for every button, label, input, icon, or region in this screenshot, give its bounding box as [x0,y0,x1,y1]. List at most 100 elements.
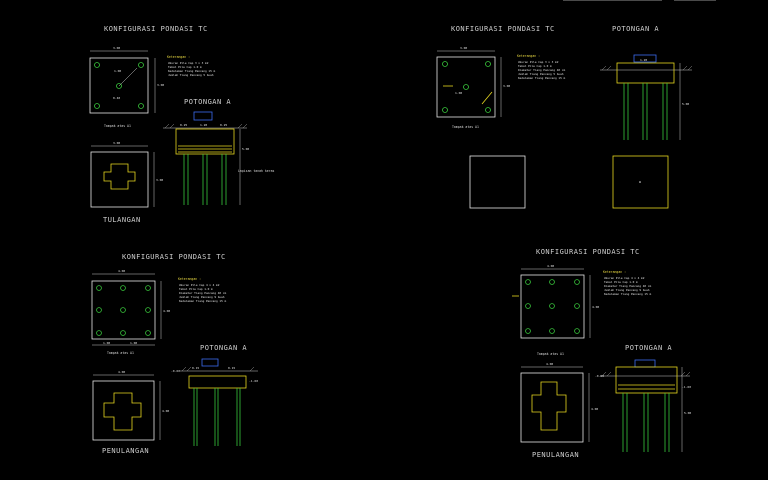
q2-note-line: Diameter Tiang Pancang 40 cm [518,68,565,72]
q1-section-title: POTONGAN A [184,98,231,106]
q1-note-line: Jumlah Tiang Pancang 5 buah [168,73,214,77]
q1-section-soil-note: Lapisan tanah keras [238,169,275,173]
q4-section-elev: -1.60 [682,385,691,389]
q3-plan-pile [145,307,151,313]
q1-notes-heading: Keterangan : [167,55,190,59]
q2-section-title: POTONGAN A [612,25,659,33]
q3-section-hatch [181,366,187,372]
q4-plan-pile [574,303,580,309]
q1-rebar-dim-top-text: 3.00 [113,141,120,145]
q2-note-line: Tebal Pile Cap 1.0 m [518,64,552,68]
q4-rebar-cross [531,381,567,431]
q2-section-hatch [682,65,688,71]
q2-section-dim: 1.20 [640,58,647,62]
q4-plan-pile [525,279,531,285]
q1-rebar-cross [103,163,136,190]
q4-plan-pile [525,303,531,309]
q4-note-line: Kedalaman Tiang Pancang 15 m [604,292,651,296]
q2-plan-pilecap [436,56,496,118]
q2-plan-dim-top-text: 3.00 [460,46,467,50]
q4-plan-dim-right-text: 4.00 [592,305,599,309]
q1-plan-dim-top-text: 3.00 [113,46,120,50]
q4-note-line: Ukuran Pile Cap 4 x 4 m2 [604,276,645,280]
q2-rebar-box-left [469,155,526,209]
q4-plan-pile [549,303,555,309]
q3-plan-dim-top-text: 4.00 [118,269,125,273]
q3-section-pilecap [188,375,247,389]
q4-plan-caption: Tampak atas A1 [537,352,564,356]
q3-section-elev: -1.60 [249,379,258,383]
q1-section-pilecap [175,128,235,155]
q2-plan-pile [442,107,448,113]
q2-config-group: KONFIGURASI PONDASI TC POTONGAN A 3.00 3… [436,25,693,209]
q3-section-column [201,358,219,367]
q4-notes-heading: Keterangan : [603,270,626,274]
q4-plan-pilecap [520,274,585,339]
q2-plan-arrow [481,91,493,105]
q2-section-pilecap [616,62,675,84]
q4-section-hatch [680,371,686,377]
q1-note-line: Ukuran Pile Cap 3 x 3 m2 [168,61,209,65]
q3-plan-pile [96,307,102,313]
q1-plan-pile [116,83,122,89]
q3-section-title: POTONGAN A [200,344,247,352]
q4-section-hatch [601,371,607,377]
q1-note-line: Kedalaman Tiang Pancang 15 m [168,69,215,73]
q2-plan-caption: Tampak atas A1 [452,125,479,129]
q3-section-dim: 0.15 [228,366,235,370]
q1-rebar-dim-right-text: 3.00 [156,178,163,182]
q1-plan-pilecap [89,57,149,114]
q2-plan-pile [485,61,491,67]
q4-plan-pile [574,279,580,285]
q3-section-elev: -0.60 [171,369,180,373]
q3-config-group: KONFIGURASI PONDASI TC 4.00 4.00 1.00 1.… [91,253,258,455]
q3-plan-pile [145,330,151,336]
q2-plan-pile [485,107,491,113]
q1-plan-diag [118,67,138,87]
q3-notes-heading: Keterangan : [178,277,201,281]
q3-plan-pile [96,330,102,336]
q2-note-line: Ukuran Pile Cap 3 x 3 m2 [518,60,559,64]
q2-plan-dim-right-text: 3.00 [503,84,510,88]
q3-plan-pile [120,330,126,336]
q4-plan-pile [525,328,531,334]
q3-plan-dim-bottom-text: 1.00 [103,341,110,345]
q4-section-title: POTONGAN A [625,344,672,352]
q1-config-group: KONFIGURASI PONDASI TC 3.00 3.00 1.00 0.… [89,25,275,224]
q2-section-hatch [606,65,612,71]
q1-plan-label: 0.40 [113,96,120,100]
q3-plan-dim-right-text: 4.00 [163,309,170,313]
q4-section-dim-right: 5.00 [684,411,691,415]
q3-plan-pile [120,285,126,291]
q2-section-hatch [601,65,607,71]
q4-plan-pile [549,279,555,285]
q4-section-column [634,359,656,368]
q2-config-title: KONFIGURASI PONDASI TC [451,25,555,33]
q1-section-hatch [242,123,248,129]
q4-rebar-title: PENULANGAN [532,451,579,459]
q2-rebar-box-right [612,155,669,209]
q3-plan-pile [120,307,126,313]
q3-section-hatch [186,366,192,372]
q4-rebar-dim-right-text: 4.00 [591,407,598,411]
q4-section-hatch [606,371,612,377]
q2-section-dim-right: 5.00 [682,102,689,106]
q2-rebar-center-mark [639,181,641,183]
q3-plan-caption: Tampak atas A1 [107,351,134,355]
q4-section-elev: -0.60 [595,374,604,378]
q2-notes-heading: Keterangan : [517,54,540,58]
q1-plan-label: 1.00 [114,69,121,73]
q3-note-line: Jumlah Tiang Pancang 9 buah [179,295,225,299]
q3-rebar-title: PENULANGAN [102,447,149,455]
q1-section-hatch [164,123,170,129]
q2-section-hatch [687,65,693,71]
q2-note-line: Kedalaman Tiang Pancang 15 m [518,76,565,80]
q3-plan-pilecap [91,280,156,340]
q4-config-title: KONFIGURASI PONDASI TC [536,248,640,256]
q2-section-column [633,54,657,63]
q4-plan-pile [574,328,580,334]
q4-note-line: Tebal Pile Cap 1.0 m [604,280,638,284]
q1-section-hatch [237,123,243,129]
q1-plan-pile [138,103,144,109]
